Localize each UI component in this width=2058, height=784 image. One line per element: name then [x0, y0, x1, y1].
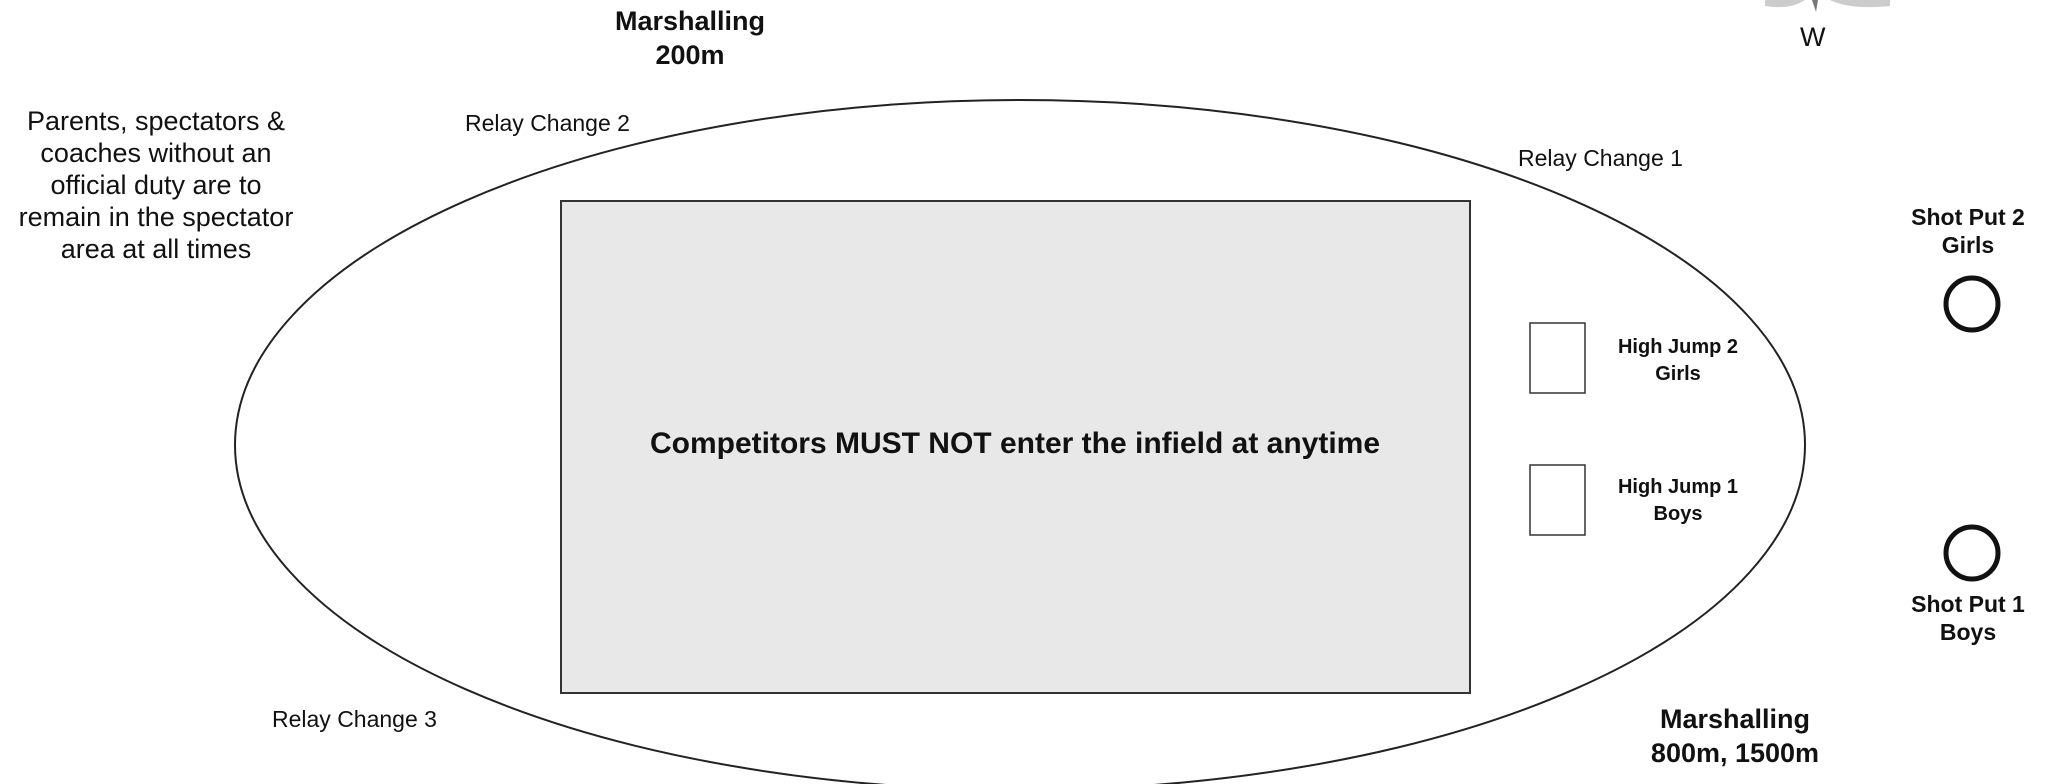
shot-put-1-label: Shot Put 1 Boys [1893, 590, 2043, 646]
notice-line: official duty are to [50, 170, 262, 200]
compass-arrow-icon [1765, 0, 1890, 12]
notice-line: Parents, spectators & [26, 106, 286, 136]
infield-area [560, 200, 1471, 694]
event-name: High Jump 2 [1617, 336, 1738, 358]
event-name: Shot Put 1 [1911, 591, 2025, 617]
event-group: Boys [1939, 619, 1997, 645]
shot-put-2-label: Shot Put 2 Girls [1893, 203, 2043, 259]
marshalling-events: 200m [655, 40, 725, 70]
running-track [234, 99, 1806, 784]
marshalling-title: Marshalling [614, 6, 766, 36]
event-group: Boys [1653, 503, 1703, 525]
event-group: Girls [1655, 363, 1701, 385]
shot-put-1-circle [1943, 524, 2001, 582]
high-jump-1-mat [1529, 464, 1586, 536]
marshalling-events: 800m, 1500m [1650, 738, 1820, 768]
relay-change-2-label: Relay Change 2 [465, 110, 630, 136]
infield-warning: Competitors MUST NOT enter the infield a… [649, 427, 1381, 460]
marshalling-200m-label: Marshalling 200m [560, 4, 820, 72]
event-group: Girls [1941, 232, 1995, 258]
notice-line: remain in the spectator [18, 202, 294, 232]
notice-line: area at all times [60, 234, 252, 264]
high-jump-2-label: High Jump 2 Girls [1588, 334, 1768, 388]
relay-change-3-label: Relay Change 3 [272, 706, 437, 732]
event-name: Shot Put 2 [1911, 204, 2025, 230]
shot-put-2-circle [1943, 275, 2001, 333]
relay-change-1-label: Relay Change 1 [1518, 145, 1683, 171]
high-jump-2-mat [1529, 322, 1586, 394]
spectator-notice: Parents, spectators & coaches without an… [0, 105, 312, 265]
marshalling-800-1500-label: Marshalling 800m, 1500m [1595, 702, 1875, 770]
notice-line: coaches without an [40, 138, 272, 168]
compass-direction-label: W [1800, 22, 1826, 52]
high-jump-1-label: High Jump 1 Boys [1588, 474, 1768, 528]
event-name: High Jump 1 [1617, 476, 1738, 498]
marshalling-title: Marshalling [1659, 704, 1811, 734]
